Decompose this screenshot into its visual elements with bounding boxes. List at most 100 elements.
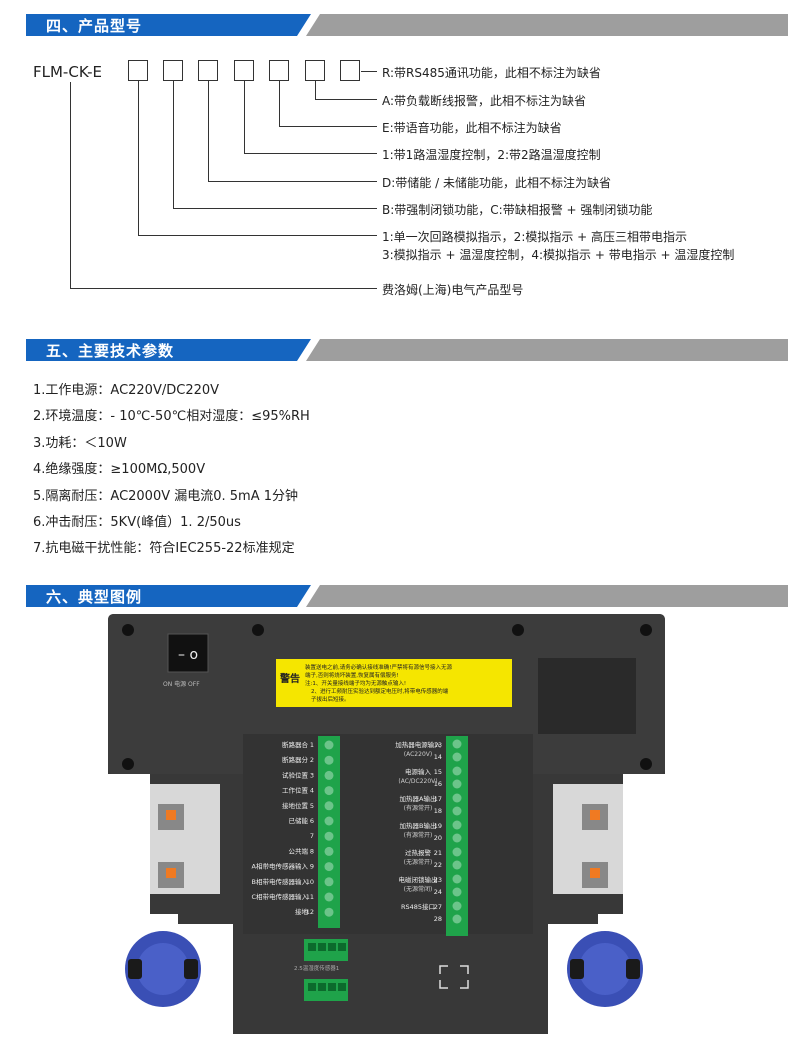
svg-text:– o: – o (178, 647, 198, 663)
terminal-screw (452, 833, 462, 843)
screw (122, 624, 134, 636)
warning-line: 子拔出后短接。 (311, 695, 350, 703)
terminal-label: B相带电传感器输入 (252, 877, 309, 886)
terminal-label: 断路器分 (282, 755, 309, 764)
terminal-label: 加热器B输出 (400, 821, 437, 830)
frame-mark (439, 965, 469, 989)
sensor-connector-label: 2.5温湿度传感器1 (294, 964, 339, 972)
option-temp: 1:带1路温湿度控制，2:带2路温湿度控制 (382, 148, 601, 162)
terminal-screw (452, 820, 462, 830)
terminal-number: 16 (434, 780, 442, 788)
terminal-label: RS485接口 (401, 902, 435, 911)
param-item: 7.抗电磁干扰性能：符合IEC255-22标准规定 (33, 541, 295, 557)
terminal-screw (324, 801, 334, 811)
screw (252, 624, 264, 636)
terminal-screw (452, 779, 462, 789)
terminal-number: 18 (434, 807, 442, 815)
terminal-label: 接地位置 (282, 801, 309, 810)
option-a: A:带负载断线报警，此相不标注为缺省 (382, 94, 587, 108)
terminal-screw (324, 755, 334, 765)
terminal-label: 工作位置 (282, 786, 309, 795)
terminal-label: C相带电传感器输入 (251, 892, 308, 901)
terminal-screw (324, 816, 334, 826)
code-box-5 (269, 60, 289, 81)
terminal-screw (452, 752, 462, 762)
terminal-number: 9 (310, 863, 314, 871)
terminal-number: 23 (434, 876, 442, 884)
param-item: 4.绝缘强度：≥100MΩ,500V (33, 462, 206, 478)
terminal-screw (452, 860, 462, 870)
terminal-screw (324, 877, 334, 887)
terminal-number: 6 (310, 817, 314, 825)
terminal-screw (452, 806, 462, 816)
power-switch (167, 633, 209, 673)
terminal-sublabel: (AC220V) (404, 751, 432, 758)
terminal-sublabel: (有源常开) (404, 831, 433, 839)
param-item: 2.环境温度：- 10℃-50℃相对湿度：≤95%RH (33, 409, 310, 425)
terminal-sublabel: (无源常开) (404, 858, 433, 866)
terminal-label: 断路器合 (282, 740, 309, 749)
switch-label: ON 电源 OFF (163, 680, 200, 688)
terminal-number: 17 (434, 795, 442, 803)
terminal-label: 试验位置 (282, 770, 309, 779)
terminal-number: 8 (310, 847, 314, 855)
param-item: 1.工作电源：AC220V/DC220V (33, 383, 220, 398)
terminal-number: 1 (310, 741, 314, 749)
terminal-number: 24 (434, 888, 442, 896)
section-header-tech: 五、主要技术参数 (26, 339, 788, 361)
terminal-number: 15 (434, 768, 442, 776)
terminal-number: 4 (310, 787, 314, 795)
section-title: 五、主要技术参数 (46, 342, 175, 360)
terminal-screw (324, 892, 334, 902)
code-box-3 (198, 60, 218, 81)
warning-line: 2、进行工频耐压实验达到额定电压时,将带电传感器的端 (311, 687, 449, 695)
terminal-screw (452, 766, 462, 776)
terminal-screw (452, 793, 462, 803)
terminal-sublabel: (有源常开) (404, 804, 433, 812)
param-item: 6.冲击耐压：5KV(峰值）1. 2/50us (33, 514, 241, 530)
terminal-number: 19 (434, 822, 442, 830)
param-item: 5.隔离耐压：AC2000V 漏电流0. 5mA 1分钟 (33, 488, 299, 504)
terminal-panel (243, 734, 533, 934)
warning-label (276, 659, 512, 707)
terminal-label: 公共端 (289, 846, 309, 855)
terminal-screw (452, 887, 462, 897)
terminal-number: 14 (434, 753, 442, 761)
terminal-screw (452, 874, 462, 884)
tech-params: 1.工作电源：AC220V/DC220V 2.环境温度：- 10℃-50℃相对湿… (33, 378, 310, 563)
terminal-number: 22 (434, 861, 442, 869)
terminal-screw (324, 862, 334, 872)
terminal-number: 5 (310, 802, 314, 810)
terminal-number: 10 (306, 878, 314, 886)
terminal-number: 20 (434, 834, 442, 842)
warning-line: 注:1、开关量接线端子均为无源触点输入! (305, 679, 406, 687)
option-brand: 费洛姆(上海)电气产品型号 (382, 283, 524, 297)
terminal-number: 2 (310, 756, 314, 764)
code-box-1 (128, 60, 148, 81)
param-item: 3.功耗：＜10W (33, 435, 127, 451)
terminal-label: 电源输入 (405, 767, 432, 776)
option-d: D:带储能 / 未储能功能，此相不标注为缺省 (382, 176, 611, 190)
terminal-screw (452, 914, 462, 924)
terminal-number: 27 (434, 903, 442, 911)
terminal-label: A相带电传感器输入 (252, 862, 309, 871)
terminal-number: 3 (310, 771, 314, 779)
terminal-number: 13 (434, 741, 442, 749)
terminal-screw (324, 770, 334, 780)
terminal-screw (324, 907, 334, 917)
option-indicator-1: 1:单一次回路模拟指示，2:模拟指示 + 高压三相带电指示 (382, 230, 688, 244)
terminal-number: 11 (306, 893, 314, 901)
terminal-label: 接地 (295, 907, 309, 916)
code-box-6 (305, 60, 325, 81)
terminal-screw (324, 786, 334, 796)
code-box-2 (163, 60, 183, 81)
terminal-label: 过热报警 (405, 848, 432, 857)
section-header-model: 四、产品型号 (26, 14, 788, 36)
section-title: 四、产品型号 (46, 17, 143, 35)
terminal-screw (324, 831, 334, 841)
terminal-screw (452, 847, 462, 857)
terminal-screw (324, 846, 334, 856)
option-r: R:带RS485通讯功能，此相不标注为缺省 (382, 66, 601, 80)
terminal-number: 7 (310, 832, 314, 840)
screw (122, 758, 134, 770)
